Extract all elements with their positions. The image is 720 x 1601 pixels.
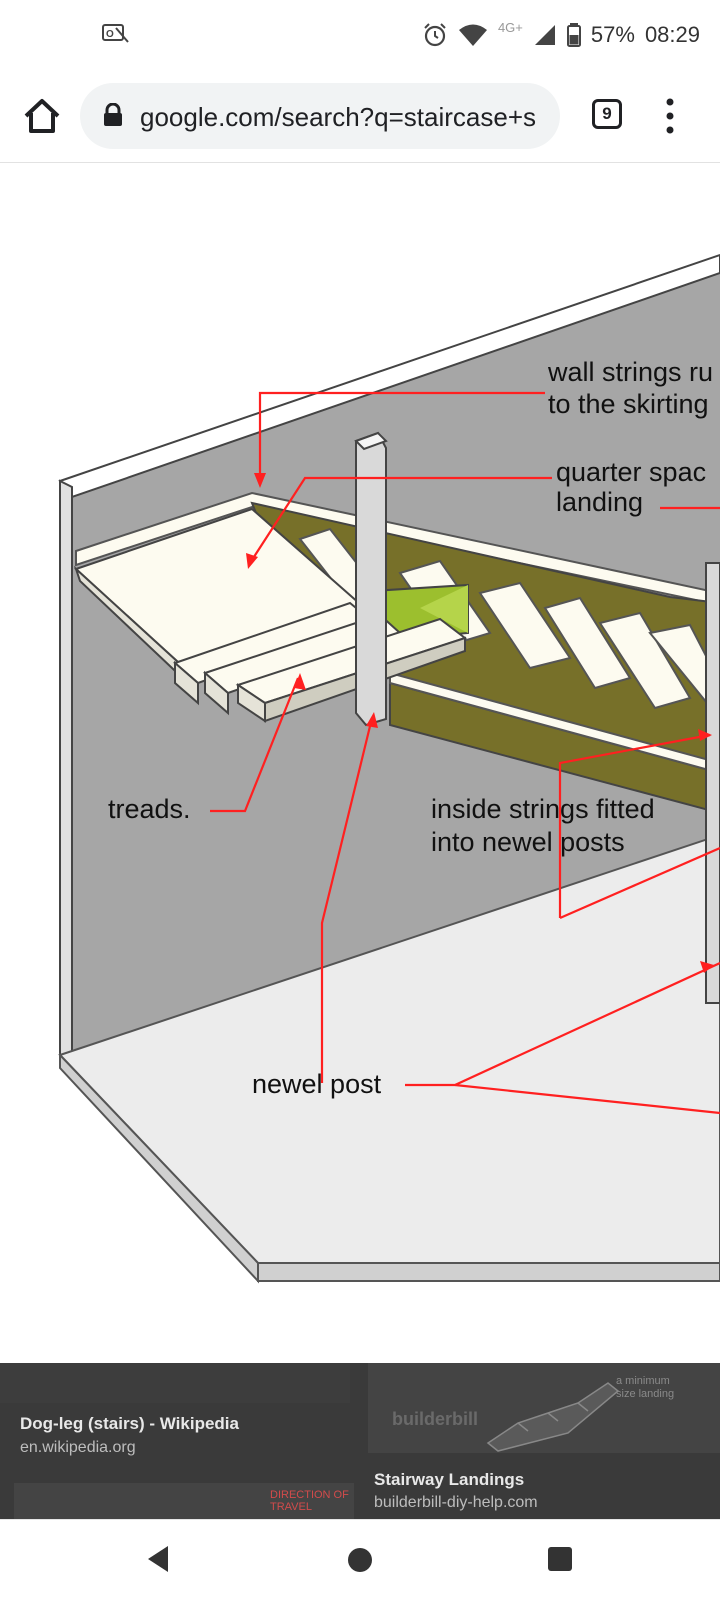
result-source-1: en.wikipedia.org — [20, 1439, 136, 1456]
right-newel-post — [705, 562, 720, 1004]
arrow-heads — [246, 473, 714, 973]
label-wall-strings-1: wall strings ru — [548, 357, 714, 387]
home-icon[interactable] — [20, 94, 64, 138]
notification-icon: O — [102, 24, 129, 43]
url-text[interactable]: google.com/search?q=staircase+s — [140, 102, 537, 132]
label-quarter-space-1: quarter spac — [556, 457, 707, 487]
related-results: builderbill a minimum size landing Dog-l… — [0, 1363, 720, 1519]
label-quarter-space-2: landing — [556, 487, 644, 517]
wifi-icon — [458, 24, 487, 46]
lock-icon — [104, 103, 122, 126]
back-icon[interactable] — [146, 1544, 170, 1574]
browser-toolbar: google.com/search?q=staircase+s 9 — [0, 70, 720, 163]
menu-icon[interactable] — [660, 96, 680, 136]
thumb-note-1: a minimum — [616, 1375, 670, 1387]
stairs-thumbnail-icon — [486, 1382, 620, 1452]
signal-icon — [534, 25, 555, 45]
wall-end — [59, 479, 73, 1063]
battery-percent: 57% — [590, 22, 635, 47]
clock: 08:29 — [644, 22, 700, 47]
result-source-2: builderbill-diy-help.com — [374, 1494, 538, 1511]
thumb-watermark: builderbill — [392, 1409, 479, 1429]
address-bar[interactable]: google.com/search?q=staircase+s — [80, 83, 560, 149]
home-circle-icon[interactable] — [348, 1548, 372, 1572]
svg-text:O: O — [106, 29, 114, 40]
thumb3-note-2: TRAVEL — [270, 1501, 312, 1513]
label-wall-strings-2: to the skirting — [548, 389, 709, 419]
status-bar: O 4G+ 57% 08:29 — [0, 0, 720, 70]
network-label: 4G+ — [497, 19, 523, 35]
label-inside-strings-1: inside strings fitted — [431, 794, 655, 824]
pointer-arrows — [210, 391, 720, 1115]
tab-count: 9 — [602, 104, 612, 123]
result-title-2[interactable]: Stairway Landings — [374, 1470, 525, 1489]
thumb-note-2: size landing — [616, 1388, 675, 1400]
result-title-1[interactable]: Dog-leg (stairs) - Wikipedia — [20, 1414, 239, 1433]
recents-icon[interactable] — [548, 1547, 572, 1571]
thumb3-note-1: DIRECTION OF — [270, 1489, 349, 1501]
newel-post — [355, 431, 387, 727]
navigation-bar — [0, 1519, 720, 1601]
label-newel-post: newel post — [252, 1069, 382, 1099]
staircase-diagram[interactable]: wall strings ru to the skirting quarter … — [0, 163, 720, 1363]
label-inside-strings-2: into newel posts — [431, 827, 625, 857]
tabs-icon[interactable]: 9 — [592, 99, 622, 129]
label-treads: treads. — [108, 794, 191, 824]
alarm-icon — [424, 23, 446, 47]
battery-icon — [566, 23, 581, 47]
result-thumbnail-3[interactable]: DIRECTION OF TRAVEL — [14, 1483, 354, 1519]
result-thumbnail-2[interactable]: builderbill a minimum size landing — [368, 1363, 720, 1453]
result-thumbnail-1[interactable] — [0, 1363, 350, 1403]
staircase-illustration — [58, 253, 720, 1284]
